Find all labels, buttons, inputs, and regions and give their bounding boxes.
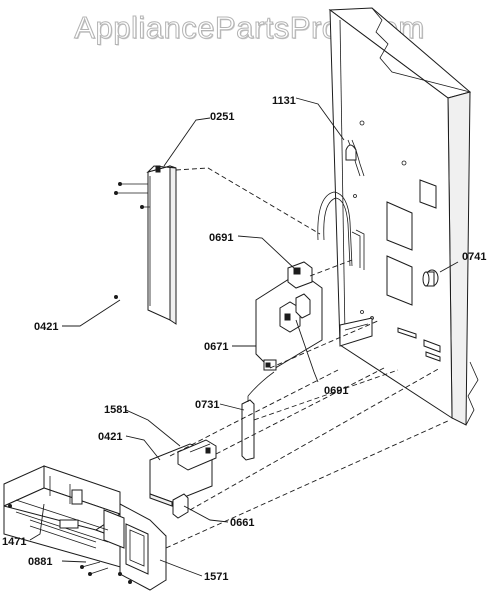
control-board-0671	[255, 261, 323, 371]
callout-1471: 1471	[2, 536, 26, 548]
callout-0251: 0251	[210, 111, 234, 123]
callout-0671: 0671	[204, 341, 228, 353]
callout-0731: 0731	[195, 399, 219, 411]
callout-1571: 1571	[204, 571, 228, 583]
callout-0881: 0881	[28, 556, 52, 568]
callout-labels: 1131 0251 0691 0741 0421 0671 0691 0731 …	[2, 95, 486, 583]
switch-0661	[172, 493, 189, 519]
cabinet-back-wall	[328, 7, 479, 426]
callout-0741: 0741	[462, 251, 486, 263]
callout-leaders	[29, 97, 459, 577]
wire-harness-routing	[317, 139, 365, 270]
callout-0421-panel: 0421	[34, 321, 58, 333]
assembly-lines	[165, 167, 451, 549]
callout-0421-lower: 0421	[98, 431, 122, 443]
callout-0691-upper: 0691	[209, 232, 233, 244]
callout-0691-lower: 0691	[324, 385, 348, 397]
plug-0741	[422, 269, 439, 287]
callout-1131: 1131	[272, 95, 296, 107]
callout-1581: 1581	[104, 404, 128, 416]
bracket-1581	[177, 439, 217, 471]
screws-0251	[114, 182, 150, 299]
callout-0661: 0661	[230, 517, 254, 529]
sensor-0731	[241, 371, 275, 461]
vertical-panel-0421	[146, 165, 177, 325]
base-housing-1571	[3, 465, 167, 591]
